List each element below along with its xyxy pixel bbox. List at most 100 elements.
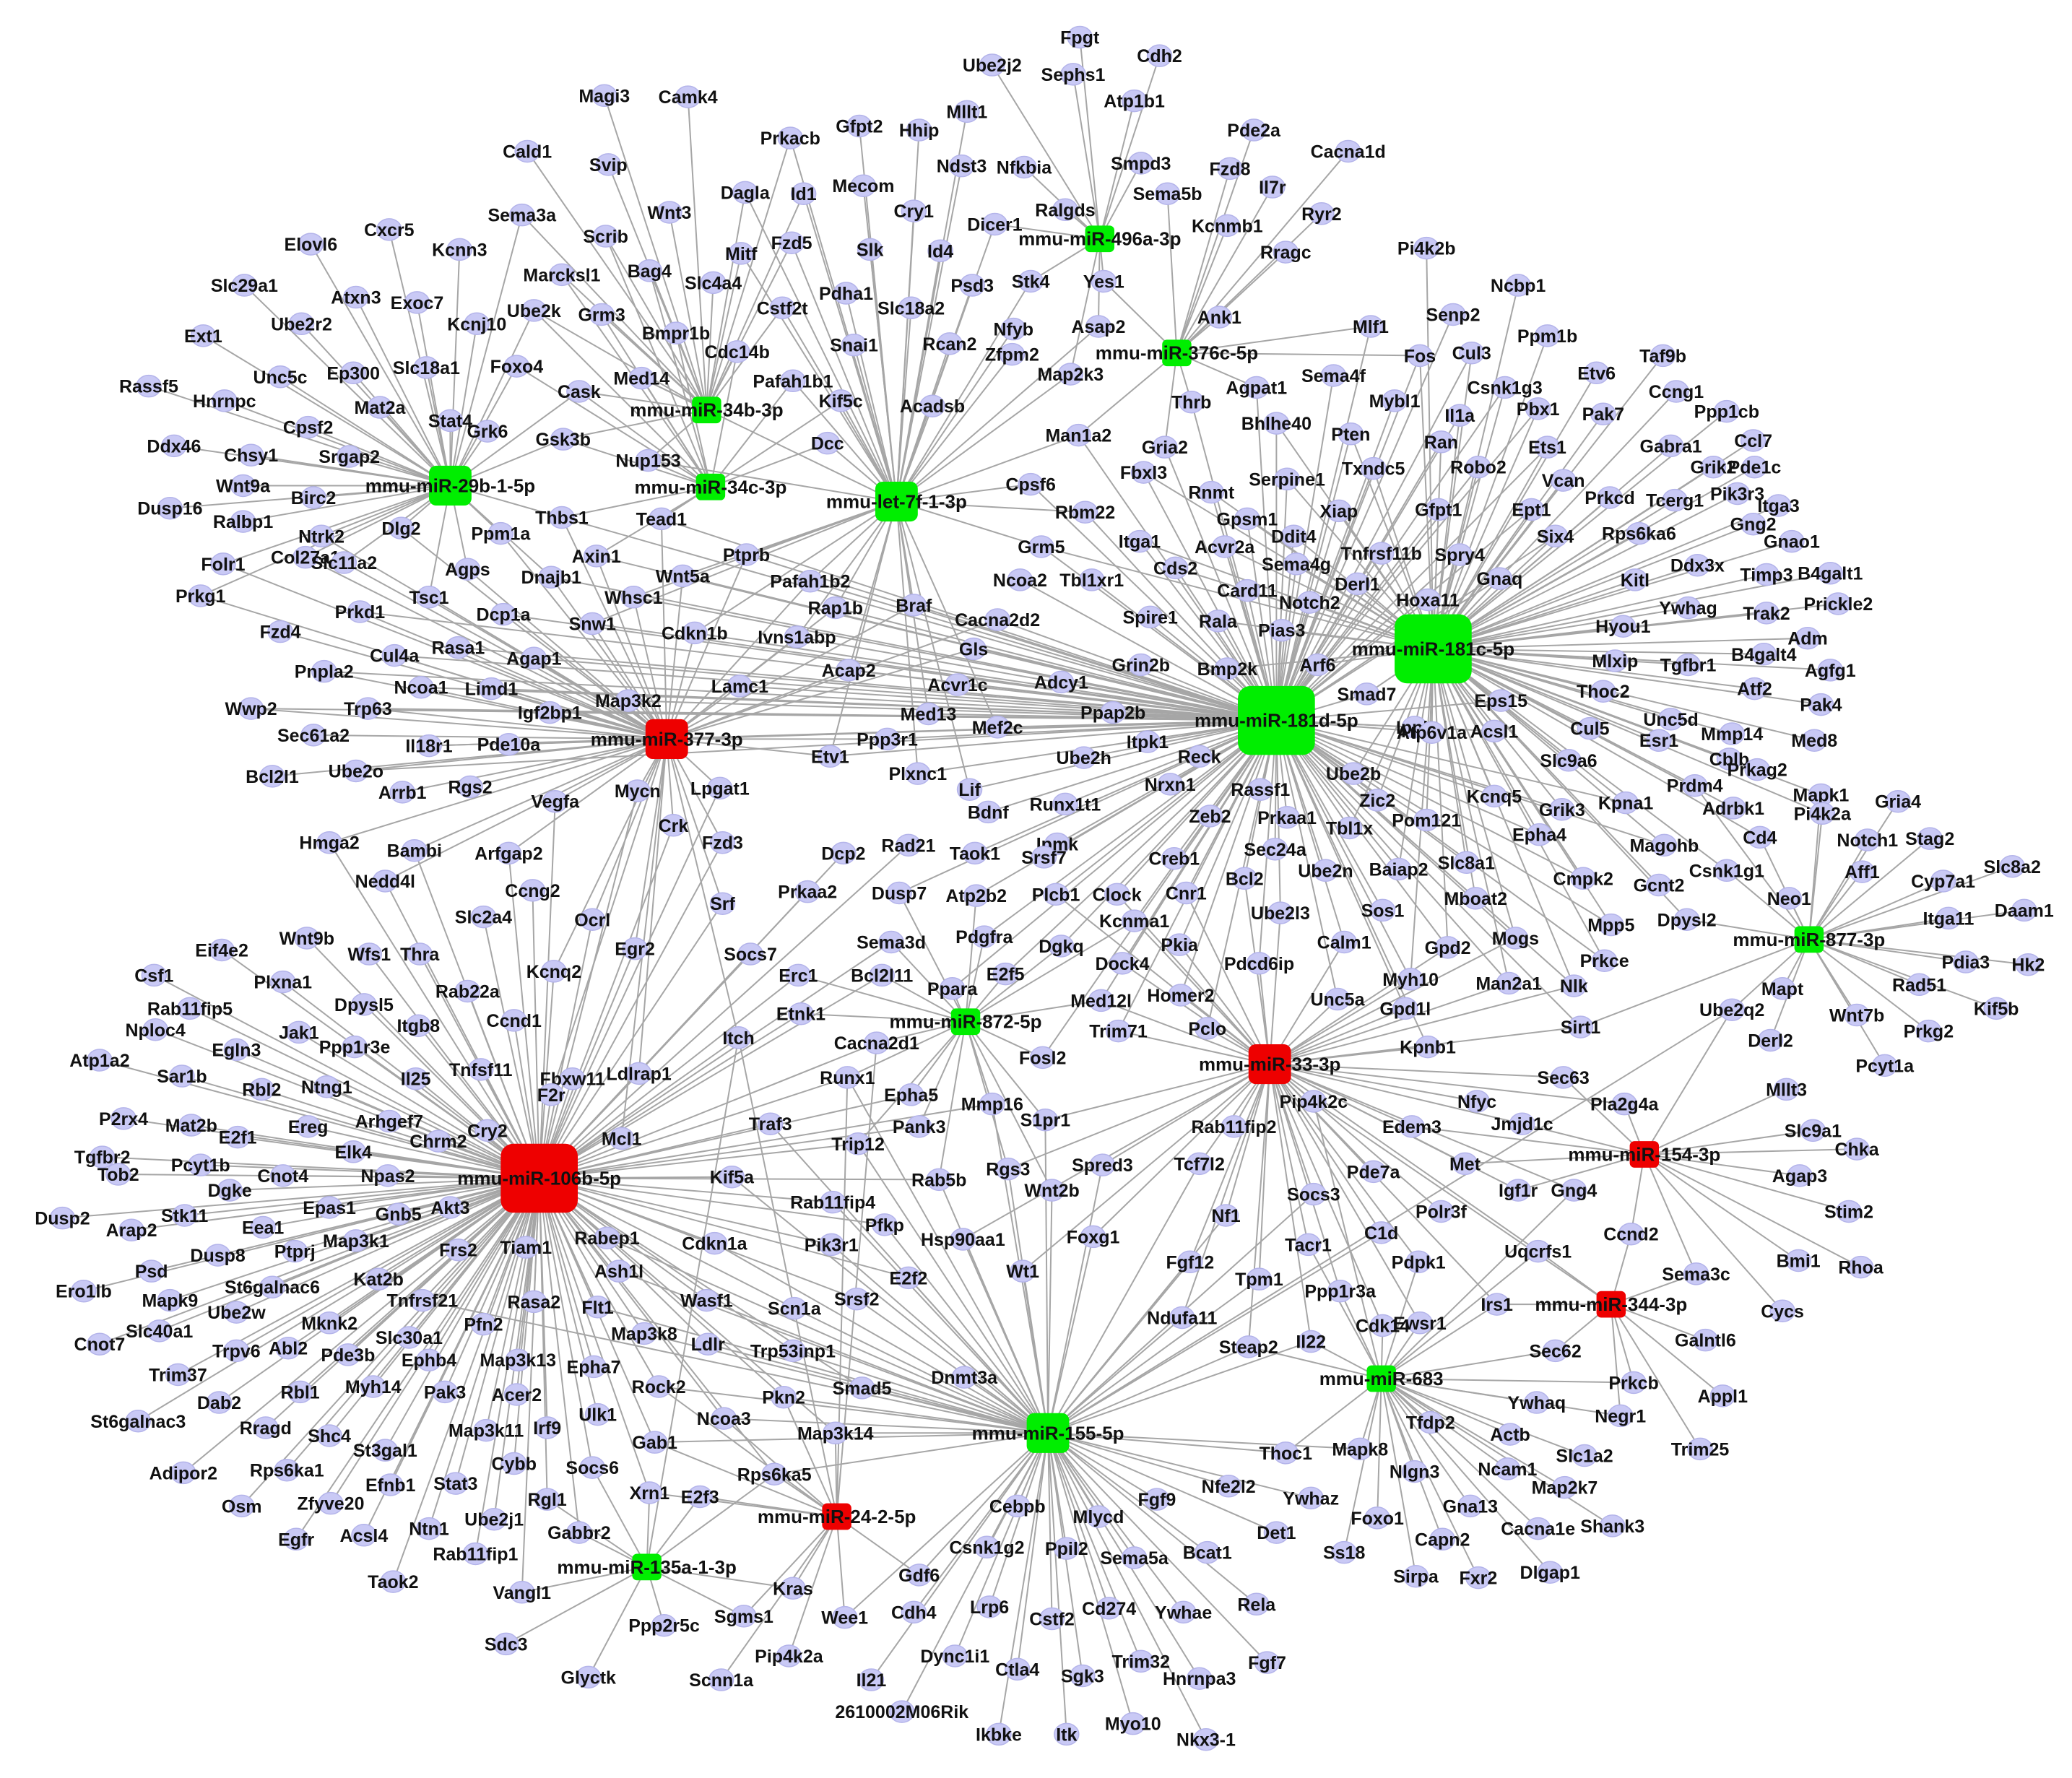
gene-node-six4[interactable]: Six4 [1537, 524, 1574, 548]
gene-node-med14[interactable]: Med14 [613, 366, 669, 390]
gene-node-agap1[interactable]: Agap1 [506, 646, 562, 670]
gene-node-circle[interactable] [464, 312, 490, 336]
gene-node-serpine1[interactable]: Serpine1 [1249, 467, 1325, 491]
gene-node-circle[interactable] [416, 586, 442, 609]
gene-node-itga3[interactable]: Itga3 [1757, 494, 1800, 517]
gene-node-chka[interactable]: Chka [1834, 1137, 1880, 1161]
gene-node-mknk2[interactable]: Mknk2 [301, 1311, 357, 1335]
gene-node-vcan[interactable]: Vcan [1542, 469, 1585, 492]
gene-node-circle[interactable] [1128, 152, 1154, 175]
gene-node-zeb2[interactable]: Zeb2 [1189, 805, 1231, 828]
gene-node-thbs1[interactable]: Thbs1 [535, 506, 589, 529]
gene-node-ube2j2[interactable]: Ube2j2 [963, 53, 1022, 77]
gene-node-kat2b[interactable]: Kat2b [353, 1267, 404, 1291]
gene-node-rnmt[interactable]: Rnmt [1188, 480, 1235, 504]
gene-node-circle[interactable] [1534, 435, 1561, 459]
gene-node-ss18[interactable]: Ss18 [1323, 1540, 1365, 1564]
gene-node-nfyb[interactable]: Nfyb [993, 317, 1033, 341]
gene-node-zfpm2[interactable]: Zfpm2 [985, 342, 1039, 366]
gene-node-circle[interactable] [1263, 412, 1290, 435]
gene-node-atp6v1a[interactable]: Atp6v1a [1397, 721, 1468, 744]
gene-node-arhgef7[interactable]: Arhgef7 [355, 1109, 423, 1133]
gene-node-circle[interactable] [1206, 305, 1233, 329]
gene-node-exoc7[interactable]: Exoc7 [391, 291, 444, 314]
gene-node-circle[interactable] [1415, 588, 1441, 612]
gene-node-fzd3[interactable]: Fzd3 [702, 831, 743, 854]
gene-node-cdc14b[interactable]: Cdc14b [705, 340, 770, 363]
gene-node-cacna2d2[interactable]: Cacna2d2 [955, 608, 1040, 631]
gene-node-circle[interactable] [1447, 543, 1473, 566]
gene-node-hhip[interactable]: Hhip [899, 118, 940, 142]
gene-node-rps6ka5[interactable]: Rps6ka5 [737, 1462, 812, 1486]
gene-node-circle[interactable] [981, 212, 1008, 236]
gene-node-circle[interactable] [1428, 430, 1455, 454]
gene-node-rela[interactable]: Rela [1237, 1592, 1276, 1616]
gene-node-dcp1a[interactable]: Dcp1a [476, 602, 532, 626]
gene-node-circle[interactable] [1425, 498, 1452, 521]
gene-node-kcnma1[interactable]: Kcnma1 [1099, 909, 1169, 932]
gene-node-adrbk1[interactable]: Adrbk1 [1702, 797, 1764, 820]
gene-node-circle[interactable] [1072, 500, 1098, 524]
gene-node-circle[interactable] [1458, 341, 1485, 365]
gene-node-cd274[interactable]: Cd274 [1082, 1597, 1136, 1620]
gene-node-nedd4l[interactable]: Nedd4l [355, 870, 415, 893]
gene-node-derl2[interactable]: Derl2 [1748, 1028, 1793, 1052]
gene-node-circle[interactable] [311, 659, 337, 683]
gene-node-txndc5[interactable]: Txndc5 [1342, 456, 1405, 480]
gene-node-circle[interactable] [1091, 269, 1117, 293]
gene-node-circle[interactable] [1205, 610, 1231, 633]
gene-node-ube2w[interactable]: Ube2w [207, 1301, 266, 1324]
gene-node-circle[interactable] [1360, 456, 1387, 480]
gene-node-gna13[interactable]: Gna13 [1443, 1494, 1498, 1518]
gene-node-grm5[interactable]: Grm5 [1018, 535, 1065, 558]
gene-node-ntng1[interactable]: Ntng1 [301, 1075, 352, 1098]
gene-node-f2r[interactable]: F2r [537, 1083, 565, 1106]
gene-node-sos1[interactable]: Sos1 [1361, 898, 1405, 922]
gene-node-pik3r3[interactable]: Pik3r3 [1710, 482, 1764, 506]
gene-node-cdh4[interactable]: Cdh4 [891, 1600, 937, 1624]
gene-node-itk[interactable]: Itk [1054, 1722, 1080, 1746]
gene-node-srsf2[interactable]: Srsf2 [834, 1287, 880, 1311]
gene-node-sema5a[interactable]: Sema5a [1100, 1546, 1169, 1569]
gene-node-circle[interactable] [823, 596, 849, 620]
gene-node-sema3a[interactable]: Sema3a [488, 203, 558, 227]
gene-node-circle[interactable] [408, 675, 434, 699]
gene-node-ikbke[interactable]: Ikbke [976, 1722, 1022, 1746]
gene-node-lamc1[interactable]: Lamc1 [711, 675, 768, 698]
gene-node-ralbp1[interactable]: Ralbp1 [213, 510, 273, 533]
gene-node-circle[interactable] [187, 584, 214, 607]
gene-node-nfe2l2[interactable]: Nfe2l2 [1202, 1475, 1256, 1498]
gene-node-map2k7[interactable]: Map2k7 [1532, 1475, 1598, 1499]
gene-node-circle[interactable] [846, 114, 872, 138]
gene-node-whsc1[interactable]: Whsc1 [604, 586, 663, 609]
gene-node-ppm1a[interactable]: Ppm1a [471, 521, 531, 545]
gene-node-circle[interactable] [231, 274, 258, 297]
gene-node-ralgds[interactable]: Ralgds [1035, 198, 1096, 222]
gene-node-circle[interactable] [663, 321, 689, 344]
gene-node-taok1[interactable]: Taok1 [950, 841, 1000, 865]
gene-node-circle[interactable] [212, 389, 238, 412]
gene-node-ulk1[interactable]: Ulk1 [578, 1402, 617, 1426]
gene-node-elovl6[interactable]: Elovl6 [285, 233, 338, 256]
gene-node-egln3[interactable]: Egln3 [212, 1038, 261, 1062]
gene-node-map3k1[interactable]: Map3k1 [323, 1229, 389, 1252]
gene-node-rragc[interactable]: Rragc [1260, 240, 1312, 264]
gene-node-pdcd6ip[interactable]: Pdcd6ip [1224, 952, 1294, 975]
gene-node-circle[interactable] [445, 636, 472, 659]
mirna-node-496a[interactable]: mmu-miR-496a-3p [1018, 225, 1181, 253]
gene-node-circle[interactable] [404, 291, 430, 314]
gene-node-ube2k[interactable]: Ube2k [507, 299, 561, 322]
gene-node-rock2[interactable]: Rock2 [632, 1375, 686, 1398]
gene-node-unc5d[interactable]: Unc5d [1643, 708, 1699, 731]
gene-node-slc8a1[interactable]: Slc8a1 [1438, 851, 1495, 875]
gene-node-rab11fip1[interactable]: Rab11fip1 [433, 1542, 519, 1566]
gene-node-circle[interactable] [161, 434, 187, 458]
gene-node-grik3[interactable]: Grik3 [1539, 798, 1585, 821]
gene-node-dock4[interactable]: Dock4 [1096, 952, 1150, 975]
gene-node-pdpk1[interactable]: Pdpk1 [1392, 1250, 1446, 1274]
gene-node-circle[interactable] [1198, 480, 1225, 504]
gene-node-myh14[interactable]: Myh14 [345, 1375, 402, 1398]
gene-node-ddx46[interactable]: Ddx46 [147, 434, 201, 458]
gene-node-atxn3[interactable]: Atxn3 [331, 285, 381, 309]
gene-node-col27a1[interactable]: Col27a1 [271, 545, 340, 569]
